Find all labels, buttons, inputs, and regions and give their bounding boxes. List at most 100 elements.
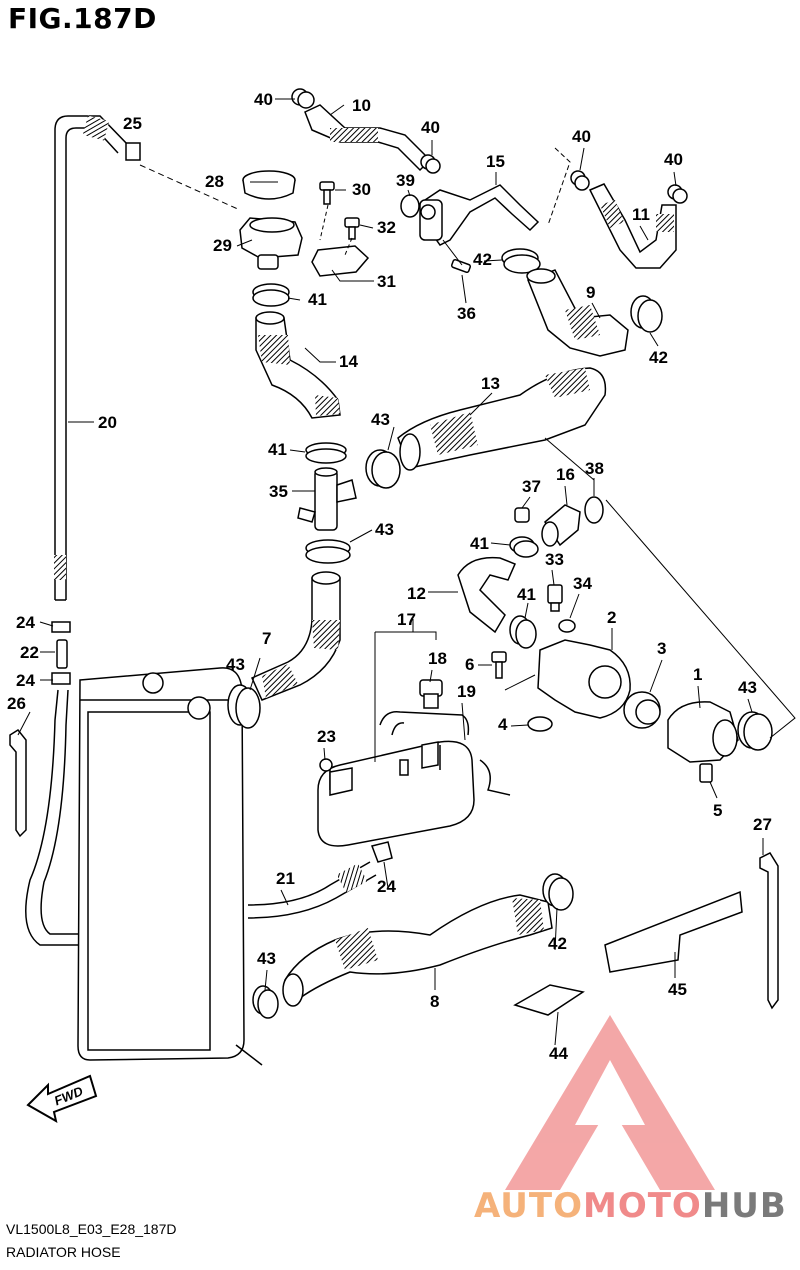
thermostat-cover-1 — [667, 701, 739, 763]
callout-20: 20 — [98, 413, 117, 432]
tie-strap-27 — [759, 852, 779, 1010]
joint-16 — [541, 504, 581, 547]
callout-25: 25 — [123, 114, 142, 133]
callout-33: 33 — [545, 550, 564, 569]
clamp-42-right — [630, 295, 663, 333]
model-code: VL1500L8_E03_E28_187D — [6, 1221, 177, 1237]
callout-16: 16 — [556, 465, 575, 484]
clamp-41-right — [509, 536, 539, 558]
callout-42-c: 42 — [548, 934, 567, 953]
callout-leaders — [17, 98, 764, 1046]
hose-11 — [588, 183, 677, 269]
clamp-43-lower — [252, 985, 279, 1019]
callout-4: 4 — [498, 715, 508, 734]
thermostat-housing-2 — [537, 639, 631, 719]
callout-9: 9 — [586, 283, 595, 302]
callout-34: 34 — [573, 574, 592, 593]
watermark-moto: MOTO — [582, 1186, 702, 1226]
sensor-33 — [547, 584, 563, 612]
callout-32: 32 — [377, 218, 396, 237]
clamp-40-d — [667, 184, 688, 204]
callout-13: 13 — [481, 374, 500, 393]
hose-13 — [397, 367, 607, 471]
callout-22: 22 — [20, 643, 39, 662]
washer-39 — [400, 194, 420, 218]
connector-22 — [51, 142, 393, 863]
callout-10: 10 — [352, 96, 371, 115]
bolt-32 — [344, 217, 360, 240]
gasket-34 — [558, 619, 576, 633]
callout-21: 21 — [276, 869, 295, 888]
clamp-42-lower — [542, 873, 574, 911]
callout-12: 12 — [407, 584, 426, 603]
clamp-41-upper — [252, 283, 290, 307]
bracket-31 — [311, 245, 370, 277]
pad-44 — [513, 984, 585, 1016]
pad-45 — [604, 890, 743, 973]
callout-3: 3 — [657, 639, 666, 658]
clamp-43-left — [227, 684, 261, 729]
filler-neck-29 — [239, 217, 303, 270]
callout-28: 28 — [205, 172, 224, 191]
callout-30: 30 — [352, 180, 371, 199]
clamp-43-mid — [305, 539, 351, 564]
callout-40-c: 40 — [572, 127, 591, 146]
pipe-15 — [419, 184, 540, 246]
callout-8: 8 — [430, 992, 439, 1011]
callout-41-c: 41 — [470, 534, 489, 553]
callout-2: 2 — [607, 608, 616, 627]
callout-41-a: 41 — [308, 290, 327, 309]
watermark-auto: AUTO — [474, 1186, 583, 1226]
callout-42-a: 42 — [473, 250, 492, 269]
hose-8 — [282, 894, 553, 1007]
callout-6: 6 — [465, 655, 474, 674]
reservoir-cap-18 — [419, 679, 443, 709]
callout-27: 27 — [753, 815, 772, 834]
callout-7: 7 — [262, 629, 271, 648]
callout-41-b: 41 — [268, 440, 287, 459]
watermark-hub: HUB — [701, 1186, 787, 1226]
clamp-43-right — [737, 711, 773, 751]
tie-strap-26 — [9, 729, 27, 838]
callout-44: 44 — [549, 1044, 568, 1063]
hose-21 — [25, 689, 377, 946]
callout-24-c: 24 — [377, 877, 396, 896]
radiator — [77, 667, 263, 1066]
watermark-logo — [505, 1015, 715, 1190]
callout-11: 11 — [632, 205, 650, 224]
clamp-41-lower — [509, 615, 537, 649]
clamp-40-b — [420, 154, 441, 174]
o-ring-4 — [527, 716, 553, 732]
callout-40-d: 40 — [664, 150, 683, 169]
callout-15: 15 — [486, 152, 505, 171]
joint-35 — [297, 467, 357, 531]
clamp-43-upper — [365, 449, 401, 489]
clamp-40-c — [570, 170, 590, 191]
callout-14: 14 — [339, 352, 358, 371]
hose-14 — [255, 311, 341, 419]
callout-31: 31 — [377, 272, 396, 291]
o-ring-38 — [584, 496, 604, 524]
callout-19: 19 — [457, 682, 476, 701]
bolt-36 — [450, 258, 472, 274]
reservoir-tank-19 — [317, 711, 511, 847]
callout-41-d: 41 — [517, 585, 536, 604]
callout-labels: 1 2 3 4 5 6 7 8 9 10 11 12 13 14 15 16 1… — [7, 90, 772, 1063]
figure-title: FIG.187D — [8, 2, 157, 35]
leader-lines — [139, 147, 796, 762]
section-name: RADIATOR HOSE — [6, 1244, 121, 1260]
hose-7 — [251, 571, 341, 701]
callout-42-b: 42 — [649, 348, 668, 367]
callout-17: 17 — [397, 610, 416, 629]
callout-37: 37 — [522, 477, 541, 496]
callout-43-c: 43 — [226, 655, 245, 674]
callout-40-a: 40 — [254, 90, 273, 109]
overflow-tube-20 — [54, 115, 129, 601]
bolt-5 — [699, 763, 713, 783]
bolt-6 — [491, 651, 507, 679]
callout-43-e: 43 — [257, 949, 276, 968]
callout-1: 1 — [693, 665, 702, 684]
bolt-30 — [319, 181, 335, 205]
radiator-cap-28 — [242, 170, 296, 200]
